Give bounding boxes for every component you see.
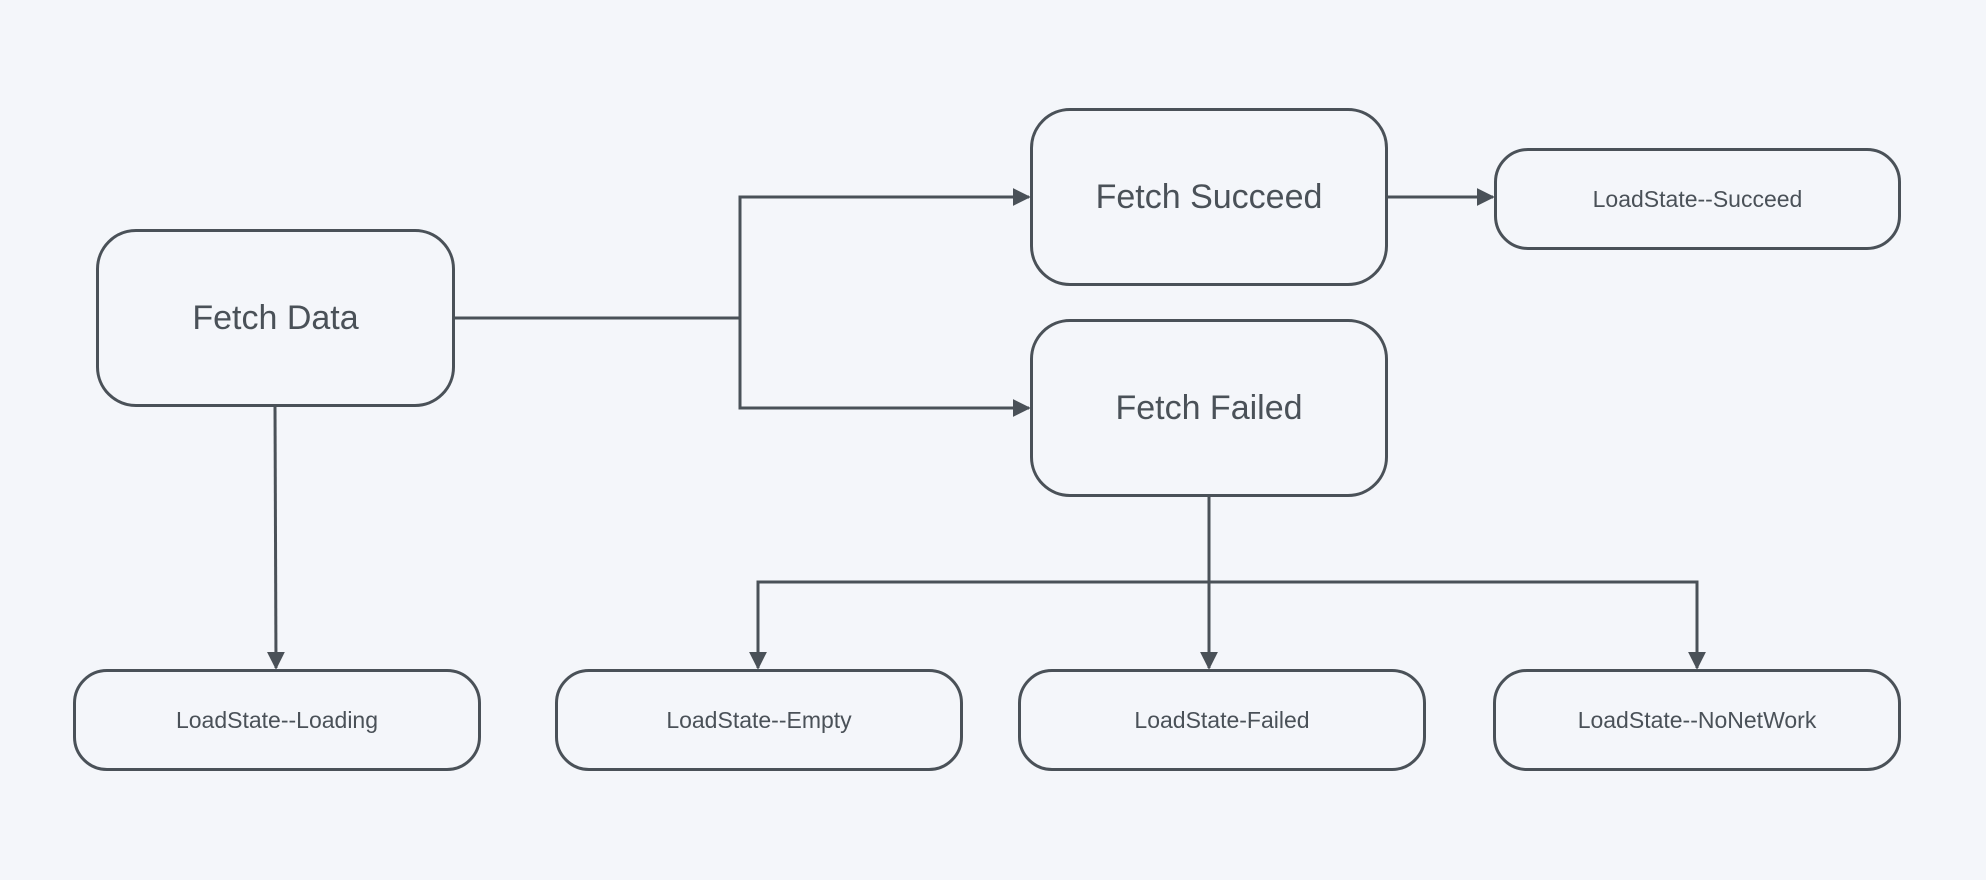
node-loadstate-loading-label: LoadState--Loading xyxy=(175,706,379,733)
edge-fetch-data-to-fetch-failed xyxy=(738,318,1031,417)
node-loadstate-succeed: LoadState--Succeed xyxy=(1494,148,1901,250)
node-loadstate-empty: LoadState--Empty xyxy=(555,669,963,771)
edge-fetch-data-to-fetch-succeed xyxy=(455,188,1031,320)
node-loadstate-succeed-label: LoadState--Succeed xyxy=(1592,185,1803,212)
node-fetch-data: Fetch Data xyxy=(96,229,455,407)
edge-fetch-data-to-loadstate-loading xyxy=(266,406,285,670)
node-loadstate-empty-label: LoadState--Empty xyxy=(666,706,852,733)
node-loadstate-failed-label: LoadState-Failed xyxy=(1134,706,1310,733)
edge-fetch-failed-to-loadstate-empty xyxy=(749,580,1209,670)
node-fetch-data-label: Fetch Data xyxy=(192,298,359,337)
node-loadstate-loading: LoadState--Loading xyxy=(73,669,481,771)
node-fetch-failed: Fetch Failed xyxy=(1030,319,1388,497)
node-loadstate-nonetwork: LoadState--NoNetWork xyxy=(1493,669,1901,771)
node-loadstate-nonetwork-label: LoadState--NoNetWork xyxy=(1577,706,1817,733)
edge-fetch-failed-to-loadstate-nonetwork xyxy=(1209,580,1706,670)
node-loadstate-failed: LoadState-Failed xyxy=(1018,669,1426,771)
node-fetch-succeed-label: Fetch Succeed xyxy=(1095,177,1323,216)
node-fetch-succeed: Fetch Succeed xyxy=(1030,108,1388,286)
node-fetch-failed-label: Fetch Failed xyxy=(1115,388,1303,427)
